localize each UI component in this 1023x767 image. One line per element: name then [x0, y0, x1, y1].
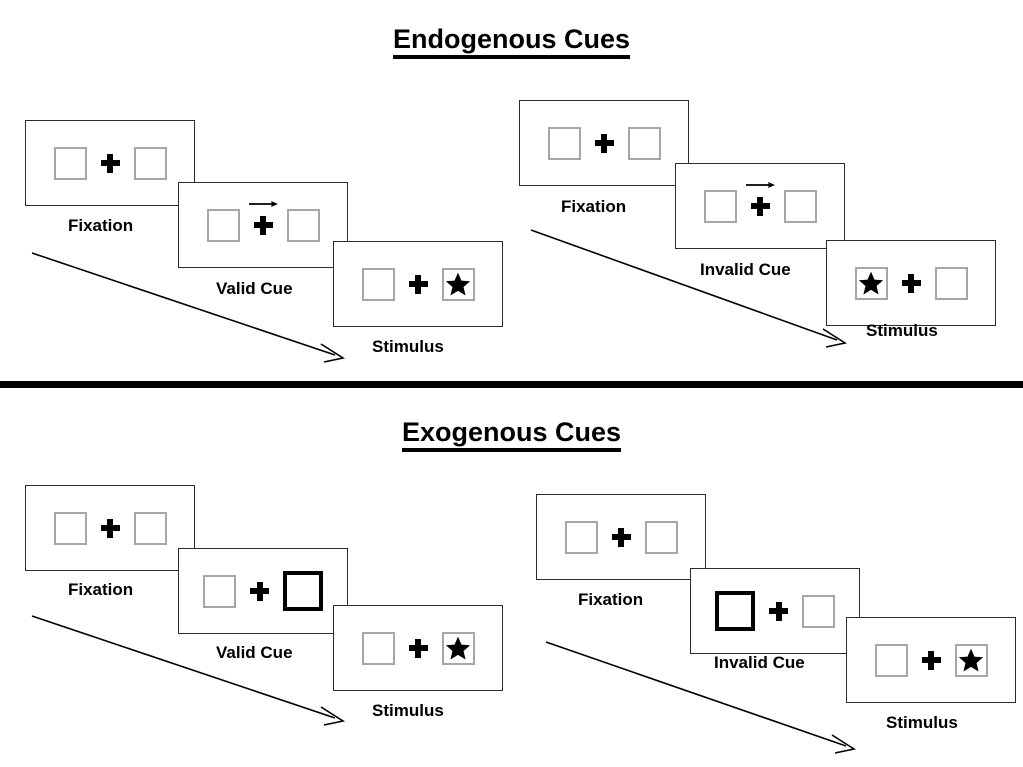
placeholder-box-left: [564, 520, 598, 554]
stage-label-invalid-cue: Invalid Cue: [714, 653, 805, 672]
stage-label-fixation: Fixation: [578, 590, 644, 609]
placeholder-box-left: [703, 189, 737, 223]
star-target-icon: [858, 271, 884, 295]
section-title-exogenous-text: Exogenous Cues: [401, 417, 622, 452]
section-title-endogenous: Endogenous Cues: [0, 24, 1023, 59]
frame-exo-valid-cue: [178, 548, 348, 634]
fixation-cross-icon: [100, 518, 120, 538]
frame-endo-invalid-stimulus: [826, 240, 996, 326]
arrow-right-cue-icon: [249, 200, 278, 207]
fixation-cross-slot: [908, 650, 955, 670]
fixation-cross-slot: [395, 638, 442, 658]
fixation-cross-slot: [737, 181, 784, 216]
fixation-cross-icon: [611, 527, 631, 547]
placeholder-box-right: [783, 189, 817, 223]
fixation-cross-icon: [253, 215, 273, 235]
fixation-cross-slot: [598, 527, 645, 547]
placeholder-box-left: [203, 574, 236, 608]
cued-box-left: [715, 591, 755, 631]
placeholder-box-right: [133, 511, 167, 545]
placeholder-box-left: [206, 208, 240, 242]
section-divider: [0, 381, 1023, 388]
fixation-cross-slot: [581, 133, 628, 153]
fixation-cross-icon: [769, 601, 788, 621]
stage-label-fixation: Fixation: [561, 197, 627, 216]
stage-label-valid-cue: Valid Cue: [216, 279, 293, 298]
cued-box-right: [283, 571, 323, 611]
fixation-cross-icon: [750, 196, 770, 216]
star-target-icon: [445, 272, 471, 296]
frame-exo-invalid-fixation: [536, 494, 706, 580]
placeholder-box-right: [644, 520, 678, 554]
placeholder-box-right: [802, 594, 835, 628]
fixation-cross-slot: [240, 200, 287, 235]
placeholder-box-left: [361, 267, 395, 301]
fixation-cross-slot: [395, 274, 442, 294]
frame-endo-valid-stimulus: [333, 241, 503, 327]
target-box-right: [954, 643, 988, 677]
stage-label-stimulus: Stimulus: [372, 701, 444, 720]
star-target-icon: [445, 636, 471, 660]
placeholder-box-right: [133, 146, 167, 180]
fixation-cross-slot: [755, 601, 802, 621]
stage-label-stimulus: Stimulus: [886, 713, 958, 732]
stage-label-stimulus: Stimulus: [372, 337, 444, 356]
section-title-endogenous-text: Endogenous Cues: [392, 24, 630, 59]
stage-label-valid-cue: Valid Cue: [216, 643, 293, 662]
placeholder-box-right: [286, 208, 320, 242]
fixation-cross-icon: [250, 581, 269, 601]
star-target-icon: [958, 648, 984, 672]
fixation-cross-slot: [888, 273, 935, 293]
frame-exo-valid-fixation: [25, 485, 195, 571]
placeholder-box-left: [361, 631, 395, 665]
stage-label-stimulus: Stimulus: [866, 321, 938, 340]
placeholder-box-left: [53, 511, 87, 545]
frame-exo-invalid-stimulus: [846, 617, 1016, 703]
fixation-cross-icon: [901, 273, 921, 293]
target-box-right: [441, 631, 475, 665]
fixation-cross-slot: [87, 518, 134, 538]
frame-endo-invalid-cue: [675, 163, 845, 249]
fixation-cross-icon: [408, 638, 428, 658]
stage-label-fixation: Fixation: [68, 216, 134, 235]
stage-label-invalid-cue: Invalid Cue: [700, 260, 791, 279]
placeholder-box-right: [934, 266, 968, 300]
target-box-right: [441, 267, 475, 301]
fixation-cross-icon: [594, 133, 614, 153]
frame-exo-valid-stimulus: [333, 605, 503, 691]
arrow-right-cue-icon: [746, 181, 775, 188]
frame-exo-invalid-cue: [690, 568, 860, 654]
placeholder-box-left: [53, 146, 87, 180]
placeholder-box-right: [627, 126, 661, 160]
fixation-cross-slot: [87, 153, 134, 173]
fixation-cross-icon: [921, 650, 941, 670]
frame-endo-invalid-fixation: [519, 100, 689, 186]
frame-endo-valid-fixation: [25, 120, 195, 206]
fixation-cross-slot: [236, 581, 283, 601]
placeholder-box-left: [547, 126, 581, 160]
stage-label-fixation: Fixation: [68, 580, 134, 599]
frame-endo-valid-cue: [178, 182, 348, 268]
target-box-left: [854, 266, 888, 300]
fixation-cross-icon: [100, 153, 120, 173]
section-title-exogenous: Exogenous Cues: [0, 417, 1023, 452]
fixation-cross-icon: [408, 274, 428, 294]
placeholder-box-left: [874, 643, 908, 677]
